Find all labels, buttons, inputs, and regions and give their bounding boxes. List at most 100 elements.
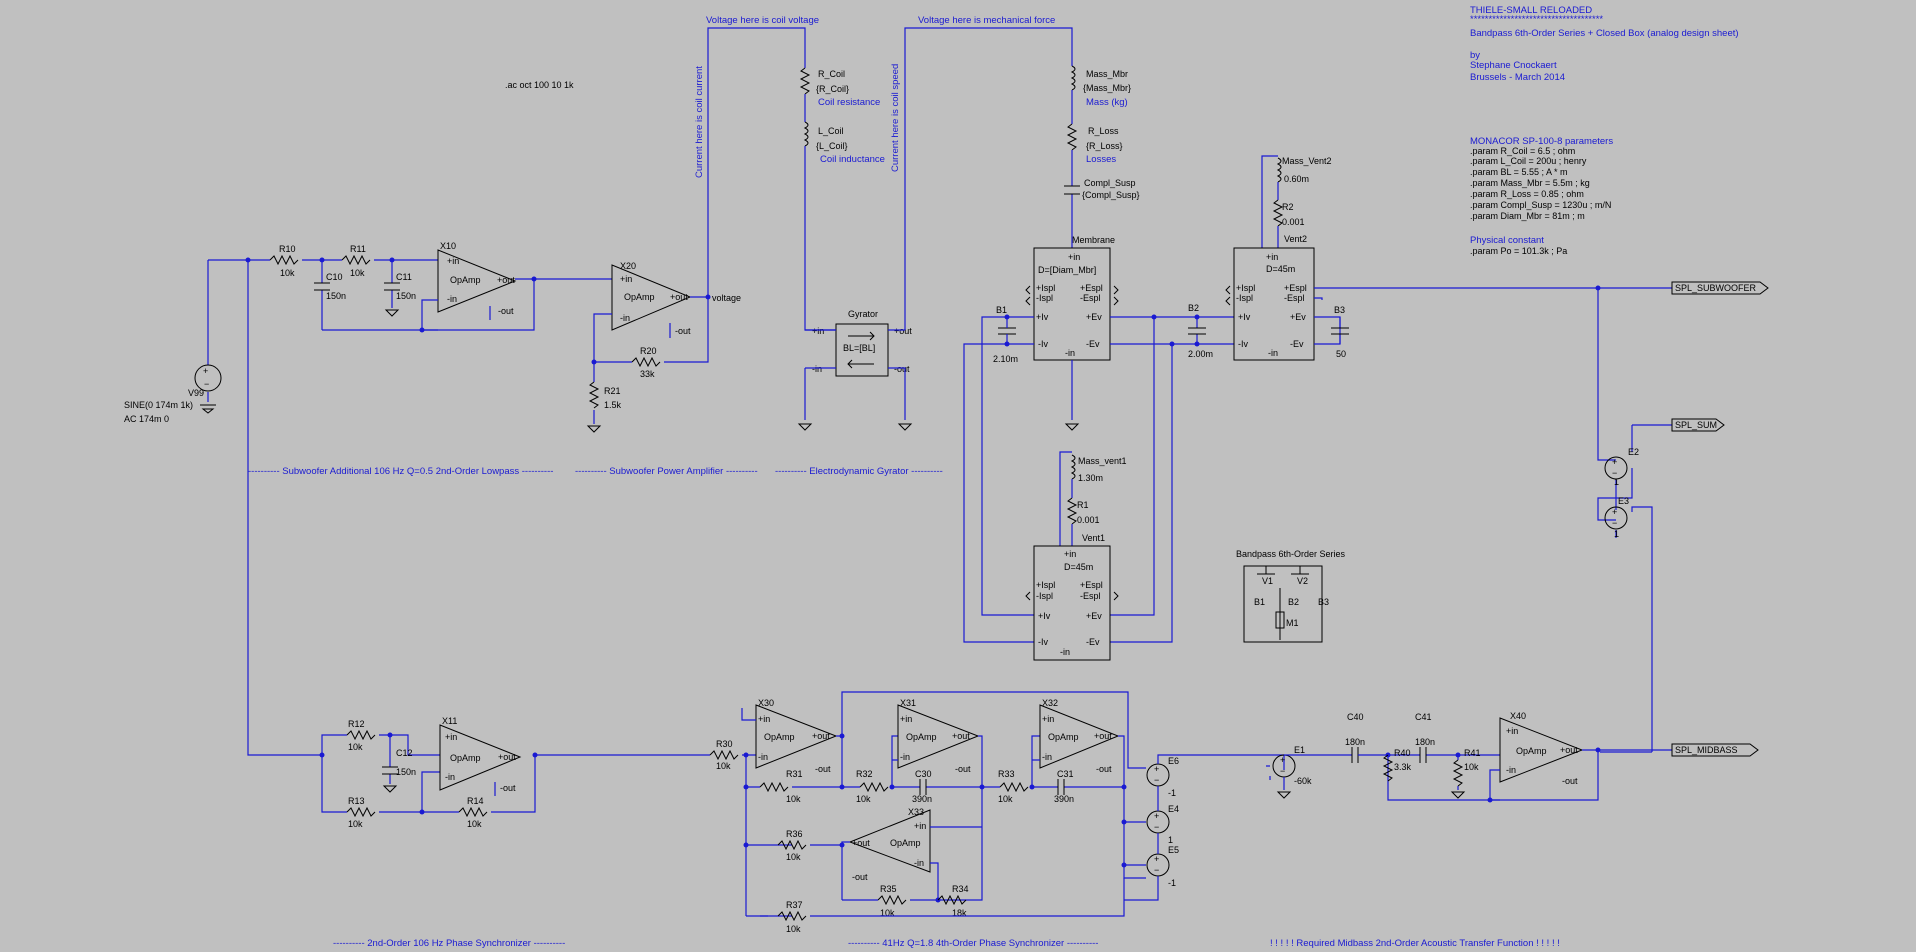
svg-text:-out: -out	[815, 764, 831, 774]
resistor-r14[interactable]: R14 10k	[458, 796, 488, 829]
svg-text:D=45m: D=45m	[1064, 562, 1093, 572]
svg-text:18k: 18k	[952, 908, 967, 918]
resistor-r36[interactable]: R36 10k	[777, 829, 807, 862]
section-lowpass: ---------- Subwoofer Additional 106 Hz Q…	[248, 466, 553, 477]
svg-text:-1: -1	[1168, 878, 1176, 888]
svg-text:R33: R33	[998, 769, 1015, 779]
svg-text:+in: +in	[758, 714, 770, 724]
resistor-r12[interactable]: R12 10k	[346, 719, 376, 752]
opamp-x10[interactable]: X10 +in OpAmp -in +out -out	[437, 241, 517, 320]
svg-text:0.001: 0.001	[1282, 217, 1305, 227]
resistor-r20[interactable]: R20 33k	[631, 346, 661, 379]
svg-text:OpAmp: OpAmp	[1516, 746, 1547, 756]
resistor-r-coil[interactable]: R_Coil {R_Coil} Coil resistance	[799, 67, 880, 108]
source-e3[interactable]: +− E3 1	[1604, 496, 1629, 539]
membrane-block[interactable]: Membrane +in D=[Diam_Mbr] +Ispl -Ispl +I…	[1033, 235, 1115, 361]
resistor-r35[interactable]: R35 10k	[877, 884, 907, 918]
svg-text:Mass_Mbr: Mass_Mbr	[1086, 69, 1128, 79]
resistor-r33[interactable]: R33 10k	[998, 769, 1029, 804]
resistor-r21[interactable]: R21 1.5k	[586, 362, 622, 433]
svg-text:-out: -out	[852, 872, 868, 882]
source-e6[interactable]: +− E6 -1	[1146, 756, 1179, 798]
capacitor-b3[interactable]: B3 50	[1331, 305, 1349, 359]
svg-text:-Ev: -Ev	[1086, 339, 1100, 349]
section-amp: ---------- Subwoofer Power Amplifier ---…	[575, 466, 758, 477]
svg-text:{L_Coil}: {L_Coil}	[816, 141, 848, 151]
opamp-x20[interactable]: X20 +in OpAmp -in +out -out	[611, 261, 692, 338]
capacitor-b2[interactable]: B2 2.00m	[1188, 303, 1213, 359]
resistor-r-loss[interactable]: R_Loss {R_Loss} Losses	[1066, 123, 1123, 165]
output-spl-sum[interactable]: SPL_SUM	[1671, 418, 1725, 432]
vent1-block[interactable]: Vent1 +in D=45m +Ispl -Ispl +Iv -Iv -in …	[1033, 533, 1111, 661]
resistor-r13[interactable]: R13 10k	[346, 796, 376, 829]
inductor-mass-vent2[interactable]: Mass_Vent2 0.60m	[1276, 156, 1332, 184]
capacitor-c11[interactable]: C11 150n	[384, 260, 416, 317]
note-coil-current: Current here is coil current	[694, 66, 705, 178]
output-spl-subwoofer[interactable]: SPL_SUBWOOFER	[1671, 281, 1769, 295]
gyrator[interactable]: Gyrator BL=[BL] +in -in +out -out	[812, 309, 912, 377]
svg-text:-in: -in	[812, 364, 822, 374]
resistor-r31[interactable]: R31 10k	[759, 769, 803, 804]
svg-text:R11: R11	[350, 244, 366, 254]
resistor-r30[interactable]: R30 10k	[709, 739, 739, 771]
section-phase2: ---------- 2nd-Order 106 Hz Phase Synchr…	[333, 938, 565, 949]
inductor-mass-mbr[interactable]: Mass_Mbr {Mass_Mbr} Mass (kg)	[1070, 65, 1131, 108]
svg-text:+out: +out	[894, 326, 912, 336]
opamp-x32[interactable]: X32 +in OpAmp -in +out -out	[1039, 698, 1120, 774]
opamp-x33[interactable]: X33 +in OpAmp -in -out +out	[848, 807, 931, 882]
inductor-l-coil[interactable]: L_Coil {L_Coil} Coil inductance	[803, 121, 885, 165]
svg-text:−: −	[1612, 518, 1617, 528]
output-spl-midbass[interactable]: SPL_MIDBASS	[1671, 743, 1759, 757]
capacitor-c10[interactable]: C10 150n	[314, 260, 346, 330]
vent2-block[interactable]: Vent2 +in D=45m +Ispl -Ispl +Iv -Iv -in …	[1233, 234, 1315, 361]
resistor-r37[interactable]: R37 10k	[777, 900, 807, 934]
opamp-x11[interactable]: X11 +in OpAmp -in +out -out	[439, 716, 522, 796]
svg-text:E4: E4	[1168, 804, 1179, 814]
author-by: by	[1470, 50, 1480, 61]
svg-text:{R_Loss}: {R_Loss}	[1086, 141, 1123, 151]
svg-text:+Iv: +Iv	[1036, 312, 1049, 322]
resistor-r10[interactable]: R10 10k	[269, 244, 299, 278]
source-e1[interactable]: +− E1 -60k	[1272, 745, 1312, 786]
capacitor-c30[interactable]: C30 390n	[912, 769, 932, 804]
opamp-x31[interactable]: X31 +in OpAmp -in +out -out	[897, 698, 980, 774]
svg-text:390n: 390n	[1054, 794, 1074, 804]
capacitor-compl-susp[interactable]: Compl_Susp {Compl_Susp}	[1064, 178, 1140, 200]
svg-text:Coil inductance: Coil inductance	[820, 154, 885, 165]
voltage-source-v99[interactable]: +− V99 SINE(0 174m 1k) AC 174m 0	[124, 260, 222, 424]
capacitor-c12[interactable]: C12 150n	[382, 748, 416, 793]
svg-text:+Iv: +Iv	[1038, 611, 1051, 621]
resistor-r11[interactable]: R11 10k	[341, 244, 371, 278]
params-title: MONACOR SP-100-8 parameters	[1470, 136, 1613, 147]
param-line: .param Compl_Susp = 1230u ; m/N	[1470, 200, 1611, 210]
svg-text:−: −	[1154, 775, 1159, 785]
svg-text:+: +	[1154, 764, 1159, 774]
ac-directive[interactable]: .ac oct 100 10 1k	[505, 80, 574, 90]
source-e5[interactable]: +− E5 -1	[1146, 845, 1179, 888]
resistor-r2[interactable]: R2 0.001	[1272, 199, 1305, 227]
svg-text:C10: C10	[326, 272, 343, 282]
opamp-x40[interactable]: X40 +in OpAmp -in +out -out	[1499, 711, 1584, 786]
svg-text:-out: -out	[894, 364, 910, 374]
svg-text:1: 1	[1168, 835, 1173, 845]
source-e2[interactable]: +− E2 1	[1604, 447, 1639, 487]
resistor-r32[interactable]: R32 10k	[856, 769, 889, 804]
capacitor-b1[interactable]: B1 2.10m	[993, 305, 1018, 364]
capacitor-c41[interactable]: C41 180n	[1415, 712, 1435, 763]
resistor-r1[interactable]: R1 0.001	[1066, 497, 1100, 525]
capacitor-c31[interactable]: C31 390n	[1054, 769, 1074, 804]
source-e4[interactable]: +− E4 1	[1146, 804, 1179, 845]
svg-text:Gyrator: Gyrator	[848, 309, 878, 319]
svg-text:10k: 10k	[786, 794, 801, 804]
resistor-r34[interactable]: R34 18k	[937, 884, 969, 918]
resistor-r41[interactable]: R41 10k	[1450, 748, 1481, 799]
resistor-r40[interactable]: R40 3.3k	[1382, 748, 1412, 782]
svg-text:+Ev: +Ev	[1290, 312, 1306, 322]
svg-text:X10: X10	[440, 241, 456, 251]
inductor-mass-vent1[interactable]: Mass_vent1 1.30m	[1070, 454, 1127, 483]
svg-text:E6: E6	[1168, 756, 1179, 766]
opamp-x30[interactable]: X30 +in OpAmp -in +out -out	[755, 698, 838, 774]
svg-text:0.60m: 0.60m	[1284, 174, 1309, 184]
svg-text:R1: R1	[1077, 500, 1089, 510]
